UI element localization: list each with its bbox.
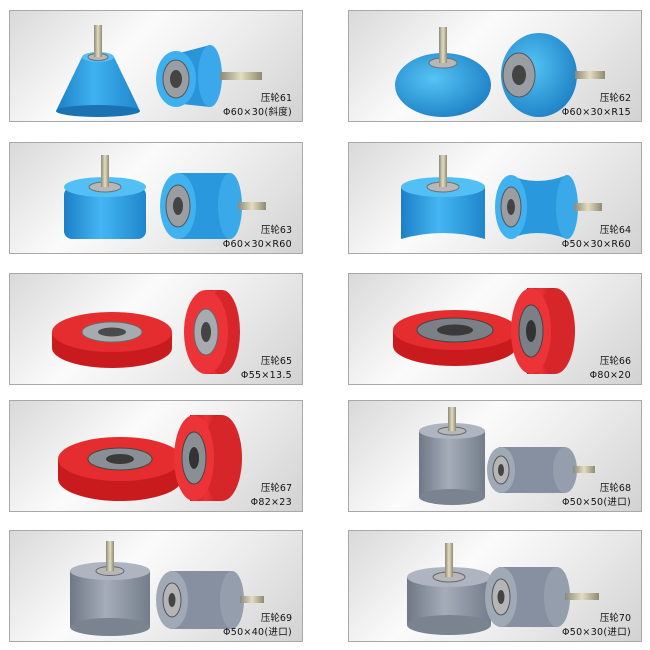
cylinder-roller-icon [407,543,599,635]
tapered-roller-icon [56,25,262,117]
product-spec: Φ60×30×R60 [222,239,292,250]
concave-roller-icon [401,155,602,239]
flat-roller-icon [64,155,266,239]
product-name: 压轮64 [599,225,631,236]
product-card-68: 压轮68 Φ50×50(进口) [348,400,642,512]
product-card-67: 压轮67 Φ82×23 [9,400,303,512]
product-name: 压轮68 [599,483,631,494]
product-name: 压轮69 [260,613,292,624]
product-card-69: 压轮69 Φ50×40(进口) [9,530,303,642]
product-name: 压轮67 [260,483,292,494]
product-name: 压轮66 [599,356,631,367]
product-spec: Φ50×40(进口) [222,627,292,638]
cylinder-roller-icon [70,541,264,636]
product-card-62: 压轮62 Φ60×30×R15 [348,10,642,122]
product-name: 压轮63 [260,225,292,236]
disc-wheel-icon [52,290,240,374]
cylinder-roller-icon [419,407,595,505]
product-card-70: 压轮70 Φ50×30(进口) [348,530,642,642]
product-card-61: 压轮61 Φ60×30(斜度) [9,10,303,122]
product-spec: Φ50×50(进口) [561,497,631,508]
rounded-roller-icon [395,27,605,117]
product-name: 压轮62 [599,93,631,104]
product-spec: Φ50×30×R60 [561,239,631,250]
product-name: 压轮70 [599,613,631,624]
product-spec: Φ60×30×R15 [561,107,631,118]
product-card-65: 压轮65 Φ55×13.5 [9,273,303,385]
disc-wheel-icon [58,415,242,501]
product-spec: Φ50×30(进口) [561,627,631,638]
product-card-63: 压轮63 Φ60×30×R60 [9,142,303,254]
product-spec: Φ55×13.5 [240,370,292,381]
product-name: 压轮65 [260,356,292,367]
product-card-64: 压轮64 Φ50×30×R60 [348,142,642,254]
product-spec: Φ60×30(斜度) [222,107,292,118]
product-name: 压轮61 [260,93,292,104]
product-spec: Φ82×23 [250,497,292,508]
product-card-66: 压轮66 Φ80×20 [348,273,642,385]
disc-wheel-icon [393,288,575,374]
product-spec: Φ80×20 [589,370,631,381]
